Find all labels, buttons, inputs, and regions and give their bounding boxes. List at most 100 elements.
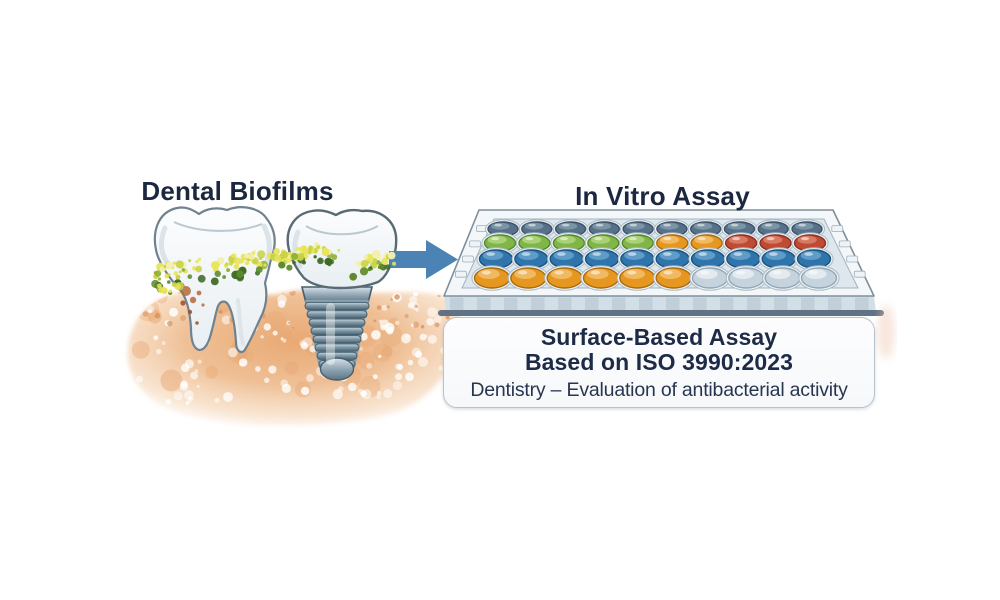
gum-pore	[268, 365, 277, 374]
biofilm-dot	[371, 249, 381, 259]
gum-dot	[289, 289, 296, 296]
gum-base	[127, 288, 460, 427]
rim-tab-right	[853, 270, 866, 278]
wall-rib	[666, 297, 680, 311]
well-gloss	[594, 237, 603, 241]
gum-pore	[196, 384, 200, 388]
biofilm-dot	[286, 264, 293, 271]
well-r2c1	[481, 232, 519, 254]
biofilm-dot	[307, 249, 312, 254]
biofilm-dot	[286, 257, 292, 263]
well-gloss	[525, 237, 534, 241]
well-r2c5	[619, 232, 657, 254]
biofilm-dot	[274, 254, 283, 263]
well-r3c9	[759, 247, 799, 271]
gum-pore	[371, 329, 381, 340]
well-gloss	[629, 223, 638, 227]
decay-spot	[196, 290, 202, 296]
gum-pore	[412, 290, 419, 297]
biofilm-dot	[385, 264, 391, 270]
biofilm-dot	[255, 266, 263, 274]
well-gloss	[592, 252, 602, 256]
well-gloss	[698, 252, 708, 256]
decay-spot	[201, 303, 205, 307]
biofilm-dot	[238, 258, 244, 264]
gum-pore	[386, 327, 394, 335]
well-gloss	[663, 223, 671, 227]
well-r3c10	[794, 247, 834, 271]
arrow-icon	[389, 240, 458, 279]
biofilm-dot	[331, 254, 338, 260]
gum-pore	[407, 359, 414, 366]
biofilm-dot	[244, 253, 250, 259]
biofilm-dot	[263, 263, 267, 267]
biofilm-dot	[362, 254, 368, 260]
gum-pore	[277, 300, 286, 308]
well-gloss	[808, 270, 818, 275]
biofilm-dot	[158, 286, 165, 293]
biofilm-clusters	[151, 242, 397, 295]
gum-pore	[407, 302, 414, 309]
biofilm-dot	[325, 260, 330, 265]
gum-pore	[149, 293, 155, 299]
gum-pore	[272, 330, 278, 336]
gum-pore	[300, 342, 309, 350]
gum-pore	[383, 389, 393, 399]
gum-pore	[227, 347, 238, 358]
well-r4c7	[689, 265, 731, 291]
biofilm-dot	[181, 268, 186, 272]
implant-tip	[319, 357, 355, 381]
gum-pore	[348, 382, 357, 392]
well-gloss	[772, 270, 782, 275]
gum-pore	[264, 377, 270, 383]
wells-grid	[471, 219, 840, 291]
gum-dot	[434, 322, 440, 328]
well-r4c2	[507, 265, 549, 291]
well-r4c5	[616, 265, 658, 291]
gum-dot	[412, 321, 420, 328]
gum-pore	[214, 397, 220, 403]
gum-dot	[394, 294, 400, 300]
biofilm-dot	[226, 268, 231, 272]
caption-line1: Surface-Based Assay	[540, 323, 778, 350]
gum-blotch	[381, 345, 393, 358]
biofilm-dot	[233, 263, 240, 270]
wall-rib	[531, 297, 545, 311]
biofilm-dot	[167, 280, 171, 284]
biofilm-dot	[349, 272, 358, 281]
gum-pore	[395, 373, 403, 381]
well-r4c4	[580, 265, 622, 291]
biofilm-dot	[321, 248, 330, 257]
well-gloss	[481, 270, 491, 275]
rim-tab-right	[838, 240, 851, 248]
implant-highlight	[326, 303, 335, 365]
gum-dot	[142, 311, 149, 317]
well-gloss	[663, 270, 673, 275]
caption-line3: Dentistry – Evaluation of antibacterial …	[470, 378, 848, 401]
gum-pore	[411, 347, 422, 358]
gum-pore	[300, 386, 310, 396]
biofilm-dot	[210, 277, 219, 286]
gum-pore	[366, 362, 373, 369]
biofilm-dot	[198, 257, 202, 261]
biofilm-dot	[231, 253, 236, 258]
wall-rib	[585, 297, 599, 311]
biofilm-dot	[167, 273, 171, 277]
gum-pore	[184, 390, 194, 400]
gum-pore	[414, 350, 423, 358]
biofilm-dot	[292, 260, 296, 265]
biofilm-dot	[165, 261, 174, 270]
in-vitro-assay-title: In Vitro Assay	[575, 181, 750, 211]
well-gloss	[804, 252, 814, 256]
tooth-occlusal-line	[173, 221, 263, 232]
gum-dot	[156, 295, 159, 298]
biofilm-dot	[187, 274, 193, 280]
tooth-root-shade	[236, 298, 245, 346]
gum-blotch	[131, 340, 150, 359]
gum-dot	[154, 313, 161, 319]
well-gloss	[801, 237, 810, 241]
gum-pore	[148, 309, 152, 313]
gum-blotch	[284, 361, 299, 375]
